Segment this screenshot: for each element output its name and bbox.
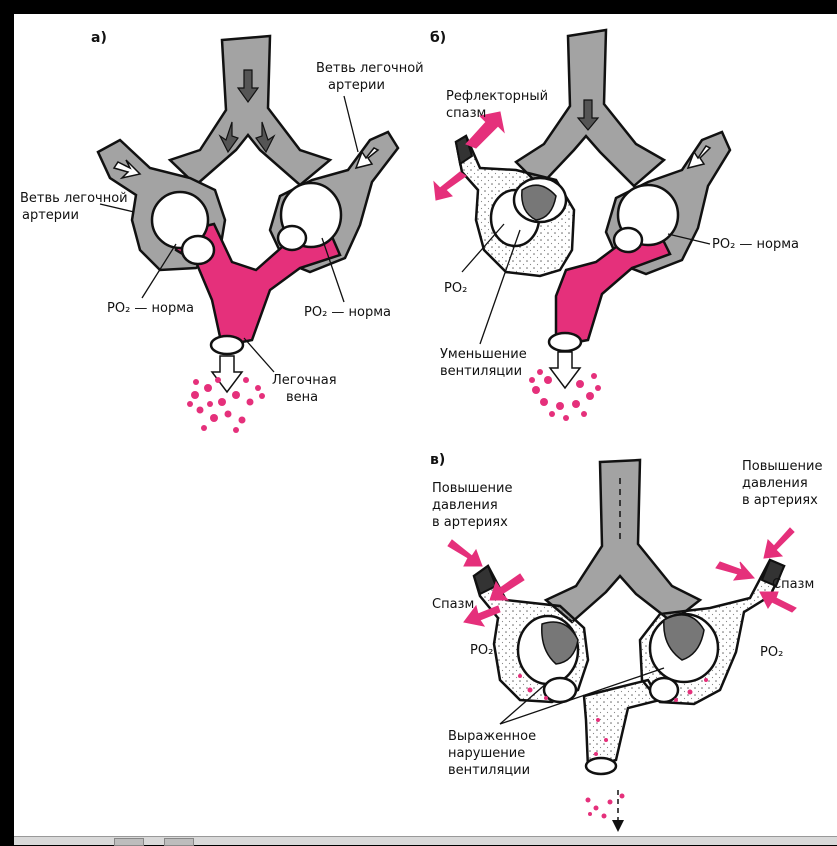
label-po2-right: PO₂ — норма [304, 305, 391, 320]
svg-text:Уменьшение: Уменьшение [440, 347, 527, 362]
label-pressure-left: Повышение давления в артериях [432, 481, 513, 530]
label-spasm-right: Спазм [772, 577, 814, 592]
svg-text:давления: давления [432, 498, 498, 513]
panel-b-letter: б) [430, 30, 446, 46]
scroll-button[interactable] [164, 838, 194, 846]
label-po2-c-left: PO₂ [470, 643, 493, 658]
svg-text:в артериях: в артериях [742, 493, 818, 508]
svg-text:Легочная: Легочная [272, 373, 337, 388]
label-po2-b: PO₂ [444, 281, 467, 296]
svg-text:Рефлекторный: Рефлекторный [446, 89, 548, 104]
label-po2-left: PO₂ — норма [107, 301, 194, 316]
pulmonary-circulation-diagram: а) Ветвь легочной [14, 14, 837, 836]
svg-text:Ветвь легочной: Ветвь легочной [20, 191, 128, 206]
label-po2-c-right: PO₂ [760, 645, 783, 660]
svg-text:нарушение: нарушение [448, 746, 525, 761]
svg-text:Повышение: Повышение [742, 459, 823, 474]
svg-text:в артериях: в артериях [432, 515, 508, 530]
label-po2-norm-b: PO₂ — норма [712, 237, 799, 252]
panel-a: а) Ветвь легочной [20, 30, 424, 433]
diagram-canvas: а) Ветвь легочной [14, 14, 837, 836]
svg-text:Повышение: Повышение [432, 481, 513, 496]
label-severe-ventilation: Выраженное нарушение вентиляции [448, 729, 536, 778]
label-spasm-left: Спазм [432, 597, 474, 612]
label-pressure-right: Повышение давления в артериях [742, 459, 823, 508]
panel-b: б) Рефлекторный спазм PO [430, 30, 799, 421]
svg-text:Ветвь легочной: Ветвь легочной [316, 61, 424, 76]
svg-text:Выраженное: Выраженное [448, 729, 536, 744]
svg-text:вентиляции: вентиляции [448, 763, 530, 778]
svg-text:артерии: артерии [22, 208, 79, 223]
svg-text:давления: давления [742, 476, 808, 491]
svg-text:вентиляции: вентиляции [440, 364, 522, 379]
panel-c: в) Повыше [430, 452, 823, 832]
panel-c-letter: в) [430, 452, 445, 468]
panel-a-letter: а) [91, 30, 107, 46]
svg-text:спазм: спазм [446, 106, 486, 121]
label-reduced-ventilation: Уменьшение вентиляции [440, 347, 527, 379]
label-branch-right: Ветвь легочной артерии [316, 61, 424, 93]
label-vein: Легочная вена [272, 373, 337, 405]
scroll-thumb[interactable] [114, 838, 144, 846]
svg-text:вена: вена [286, 390, 318, 405]
svg-text:артерии: артерии [328, 78, 385, 93]
